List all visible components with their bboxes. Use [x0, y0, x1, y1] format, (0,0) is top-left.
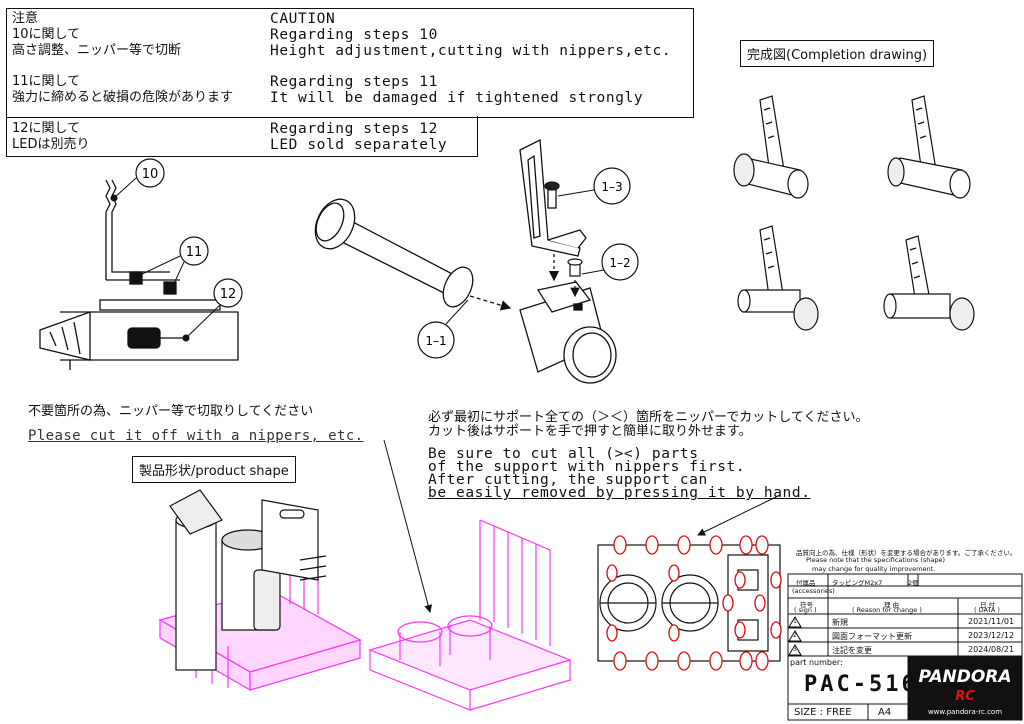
caution-10-jp-1: 10に関して [12, 27, 81, 42]
product-shape-label-text: 製品形状/product shape [139, 464, 289, 479]
cut-marks [606, 535, 782, 671]
product-shape-label: 製品形状/product shape [132, 456, 296, 483]
callout-1-3-text: 1–3 [601, 180, 622, 194]
tb-rev1-reason: 新規 [832, 618, 848, 627]
caution-11-jp-1: 11に関して [12, 74, 81, 89]
caution-title-en: CAUTION [270, 11, 336, 27]
support-notice-en-3: After cutting, the support can [428, 472, 708, 488]
tb-accessory-item: タッピングM2x7 [832, 579, 883, 587]
callout-1-2-text: 1–2 [609, 256, 630, 270]
caution-11-jp-2: 強力に締めると破損の危険があります [12, 90, 234, 105]
caution-box [6, 8, 694, 118]
tb-rev2-sign: 2 [793, 632, 797, 639]
tb-rev3-date: 2024/08/21 [968, 645, 1015, 654]
screw-part [567, 258, 583, 298]
tb-rev1-sign: 1 [793, 618, 797, 625]
tb-accessory-qty: 2個 [908, 579, 919, 587]
tb-notice-en-1: Please note that the specifications (sha… [806, 556, 946, 564]
completion-label-text: 完成図(Completion drawing) [747, 48, 928, 63]
tb-notice-en-2: may change for quality improvement. [812, 565, 936, 573]
completion-view-1 [733, 95, 809, 199]
brand-logo: PANDORA RC www.pandora-rc.com [908, 656, 1022, 720]
caution-12-jp-1: 12に関して [12, 121, 81, 136]
caution-10-en-2: Height adjustment,cutting with nippers,e… [270, 43, 672, 59]
caution-12-en-1: Regarding steps 12 [270, 121, 438, 137]
completion-view-4 [883, 235, 975, 331]
cut-notice-jp: 不要箇所の為、ニッパー等で切取りしてください [28, 404, 314, 419]
support-notice-en-2: of the support with nippers first. [428, 459, 746, 475]
callout-1-1: 1–1 [417, 299, 469, 359]
cut-notice-en: Please cut it off with a nippers, etc. [28, 428, 364, 444]
caution-12-en-2: LED sold separately [270, 137, 448, 153]
completion-view-2 [887, 95, 971, 199]
tb-accessories-label: 付属品 [796, 579, 816, 587]
support-notice-en-1: Be sure to cut all (><) parts [428, 446, 699, 462]
tb-rev3-reason: 注記を変更 [832, 646, 872, 655]
callout-12: 12 [182, 278, 243, 342]
support-notice-jp-2: カット後はサポートを手で押すと簡単に取り外せます。 [428, 424, 752, 439]
callout-10: 10 [110, 158, 165, 202]
caution-10-en-1: Regarding steps 10 [270, 27, 438, 43]
support-shape-model [368, 519, 572, 711]
support-top-view [597, 544, 781, 662]
support-notice-en-4: be easily removed by pressing it by hand… [428, 485, 811, 501]
title-block-frame [787, 573, 1023, 721]
caution-11-en-1: Regarding steps 11 [270, 74, 438, 90]
tb-part-number-label: part number: [790, 658, 843, 667]
tb-reason-label-en: ( Reason for change ) [852, 606, 922, 614]
tb-rev2-reason: 図面フォーマット更新 [832, 632, 912, 641]
tb-notice-jp: 品質向上の為、仕様（形状）を変更する場合があります。ご了承ください。 [796, 549, 1017, 557]
caution-10-jp-2: 高さ調整、ニッパー等で切断 [12, 43, 182, 58]
tb-date-label-en: ( DATA ) [974, 606, 1000, 614]
product-shape-model [158, 489, 362, 692]
brand-sub: RC [955, 689, 975, 704]
caution-11-en-2: It will be damaged if tightened strongly [270, 90, 644, 106]
section-view [39, 179, 239, 370]
callout-12-text: 12 [220, 287, 237, 302]
tb-rev3-sign: 3 [793, 646, 797, 653]
tb-date-label: 日 付 [980, 601, 996, 609]
brand-url: www.pandora-rc.com [928, 708, 1002, 716]
caution-box-tail [6, 116, 478, 157]
callout-1-1-text: 1–1 [425, 334, 446, 348]
completion-view-3 [737, 225, 819, 331]
callout-1-2: 1–2 [581, 243, 639, 281]
caution-title-jp: 注意 [12, 11, 39, 26]
tb-rev2-date: 2023/12/12 [968, 631, 1015, 640]
housing-part [519, 281, 617, 384]
tb-paper: A4 [878, 707, 892, 718]
tb-sign-label-en: ( sign ) [794, 606, 817, 614]
tb-reason-label: 理 由 [884, 601, 900, 609]
tb-size: SIZE : FREE [794, 707, 852, 718]
caution-12-jp-2: LEDは別売り [12, 137, 90, 152]
tb-part-number: PAC-516 [804, 672, 918, 697]
tb-sign-label: 符号 [800, 601, 813, 609]
brand-name: PANDORA [918, 667, 1011, 687]
support-notice-jp-1: 必ず最初にサポート全ての（＞＜）箇所をニッパーでカットしてください。 [428, 410, 869, 425]
callout-10-text: 10 [142, 167, 159, 182]
callout-11: 11 [137, 236, 209, 293]
bracket-part [519, 138, 587, 282]
tb-rev1-date: 2021/11/01 [968, 617, 1015, 626]
tube-part [314, 198, 512, 311]
callout-1-3: 1–3 [557, 167, 631, 205]
completion-label: 完成図(Completion drawing) [740, 40, 935, 67]
callout-11-text: 11 [186, 245, 203, 260]
tb-accessories-label-en: (accessories) [792, 587, 835, 595]
